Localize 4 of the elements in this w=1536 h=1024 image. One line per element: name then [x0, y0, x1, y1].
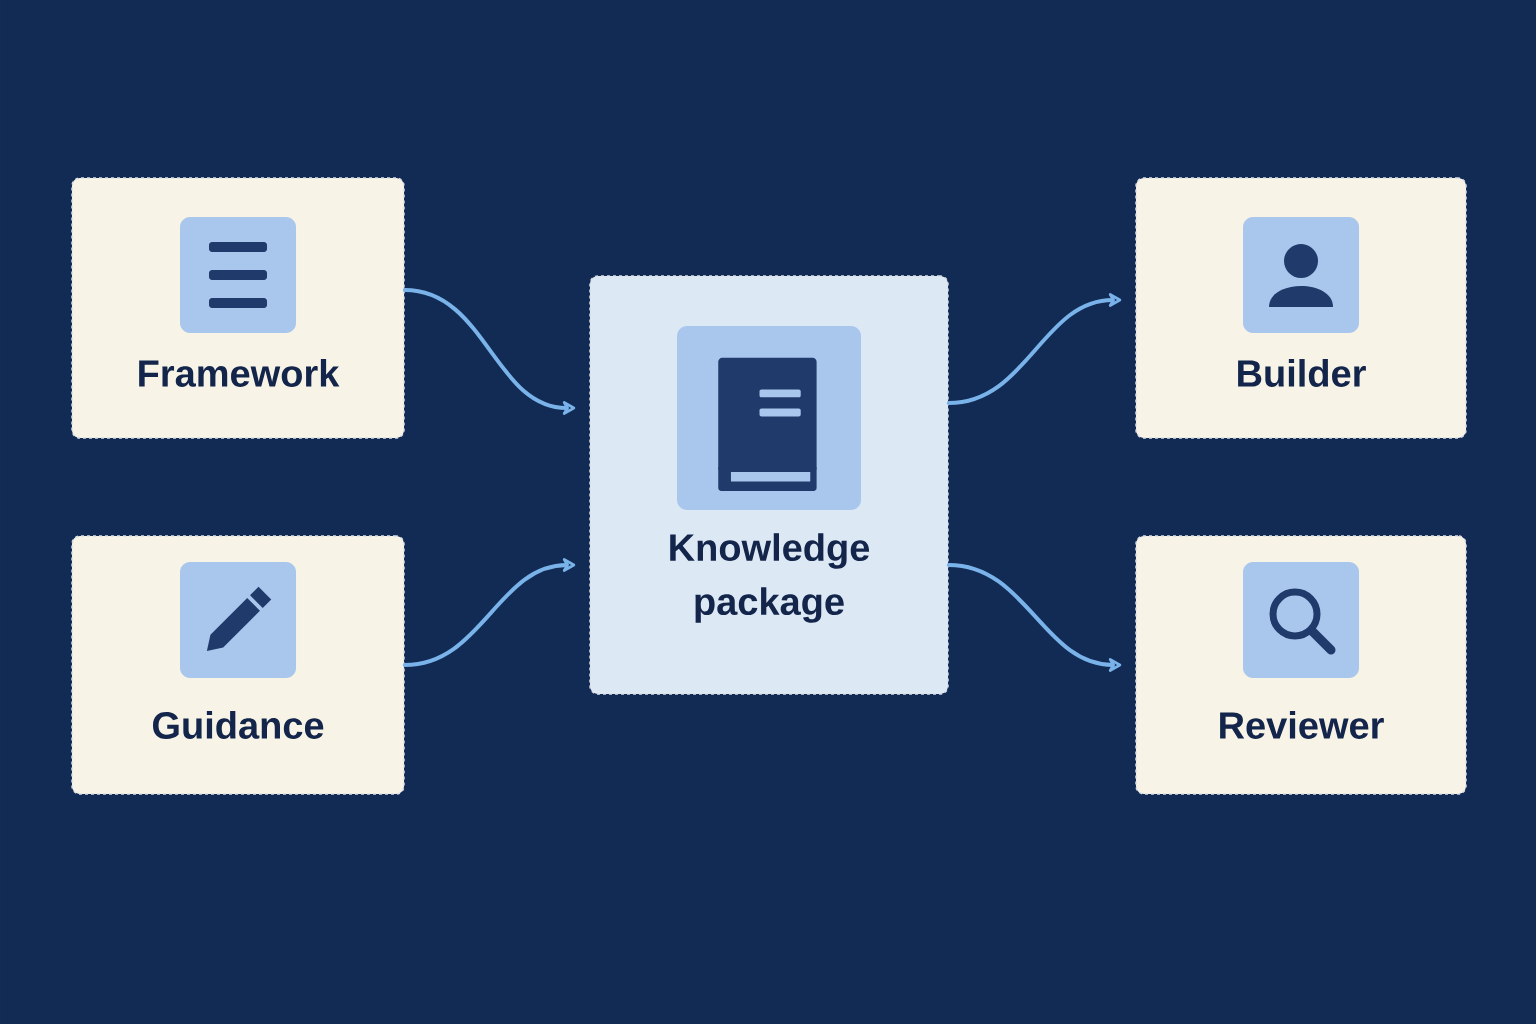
- arrow: [946, 293, 1122, 405]
- arrow: [946, 563, 1122, 672]
- arrow: [402, 288, 576, 415]
- arrow: [402, 558, 576, 667]
